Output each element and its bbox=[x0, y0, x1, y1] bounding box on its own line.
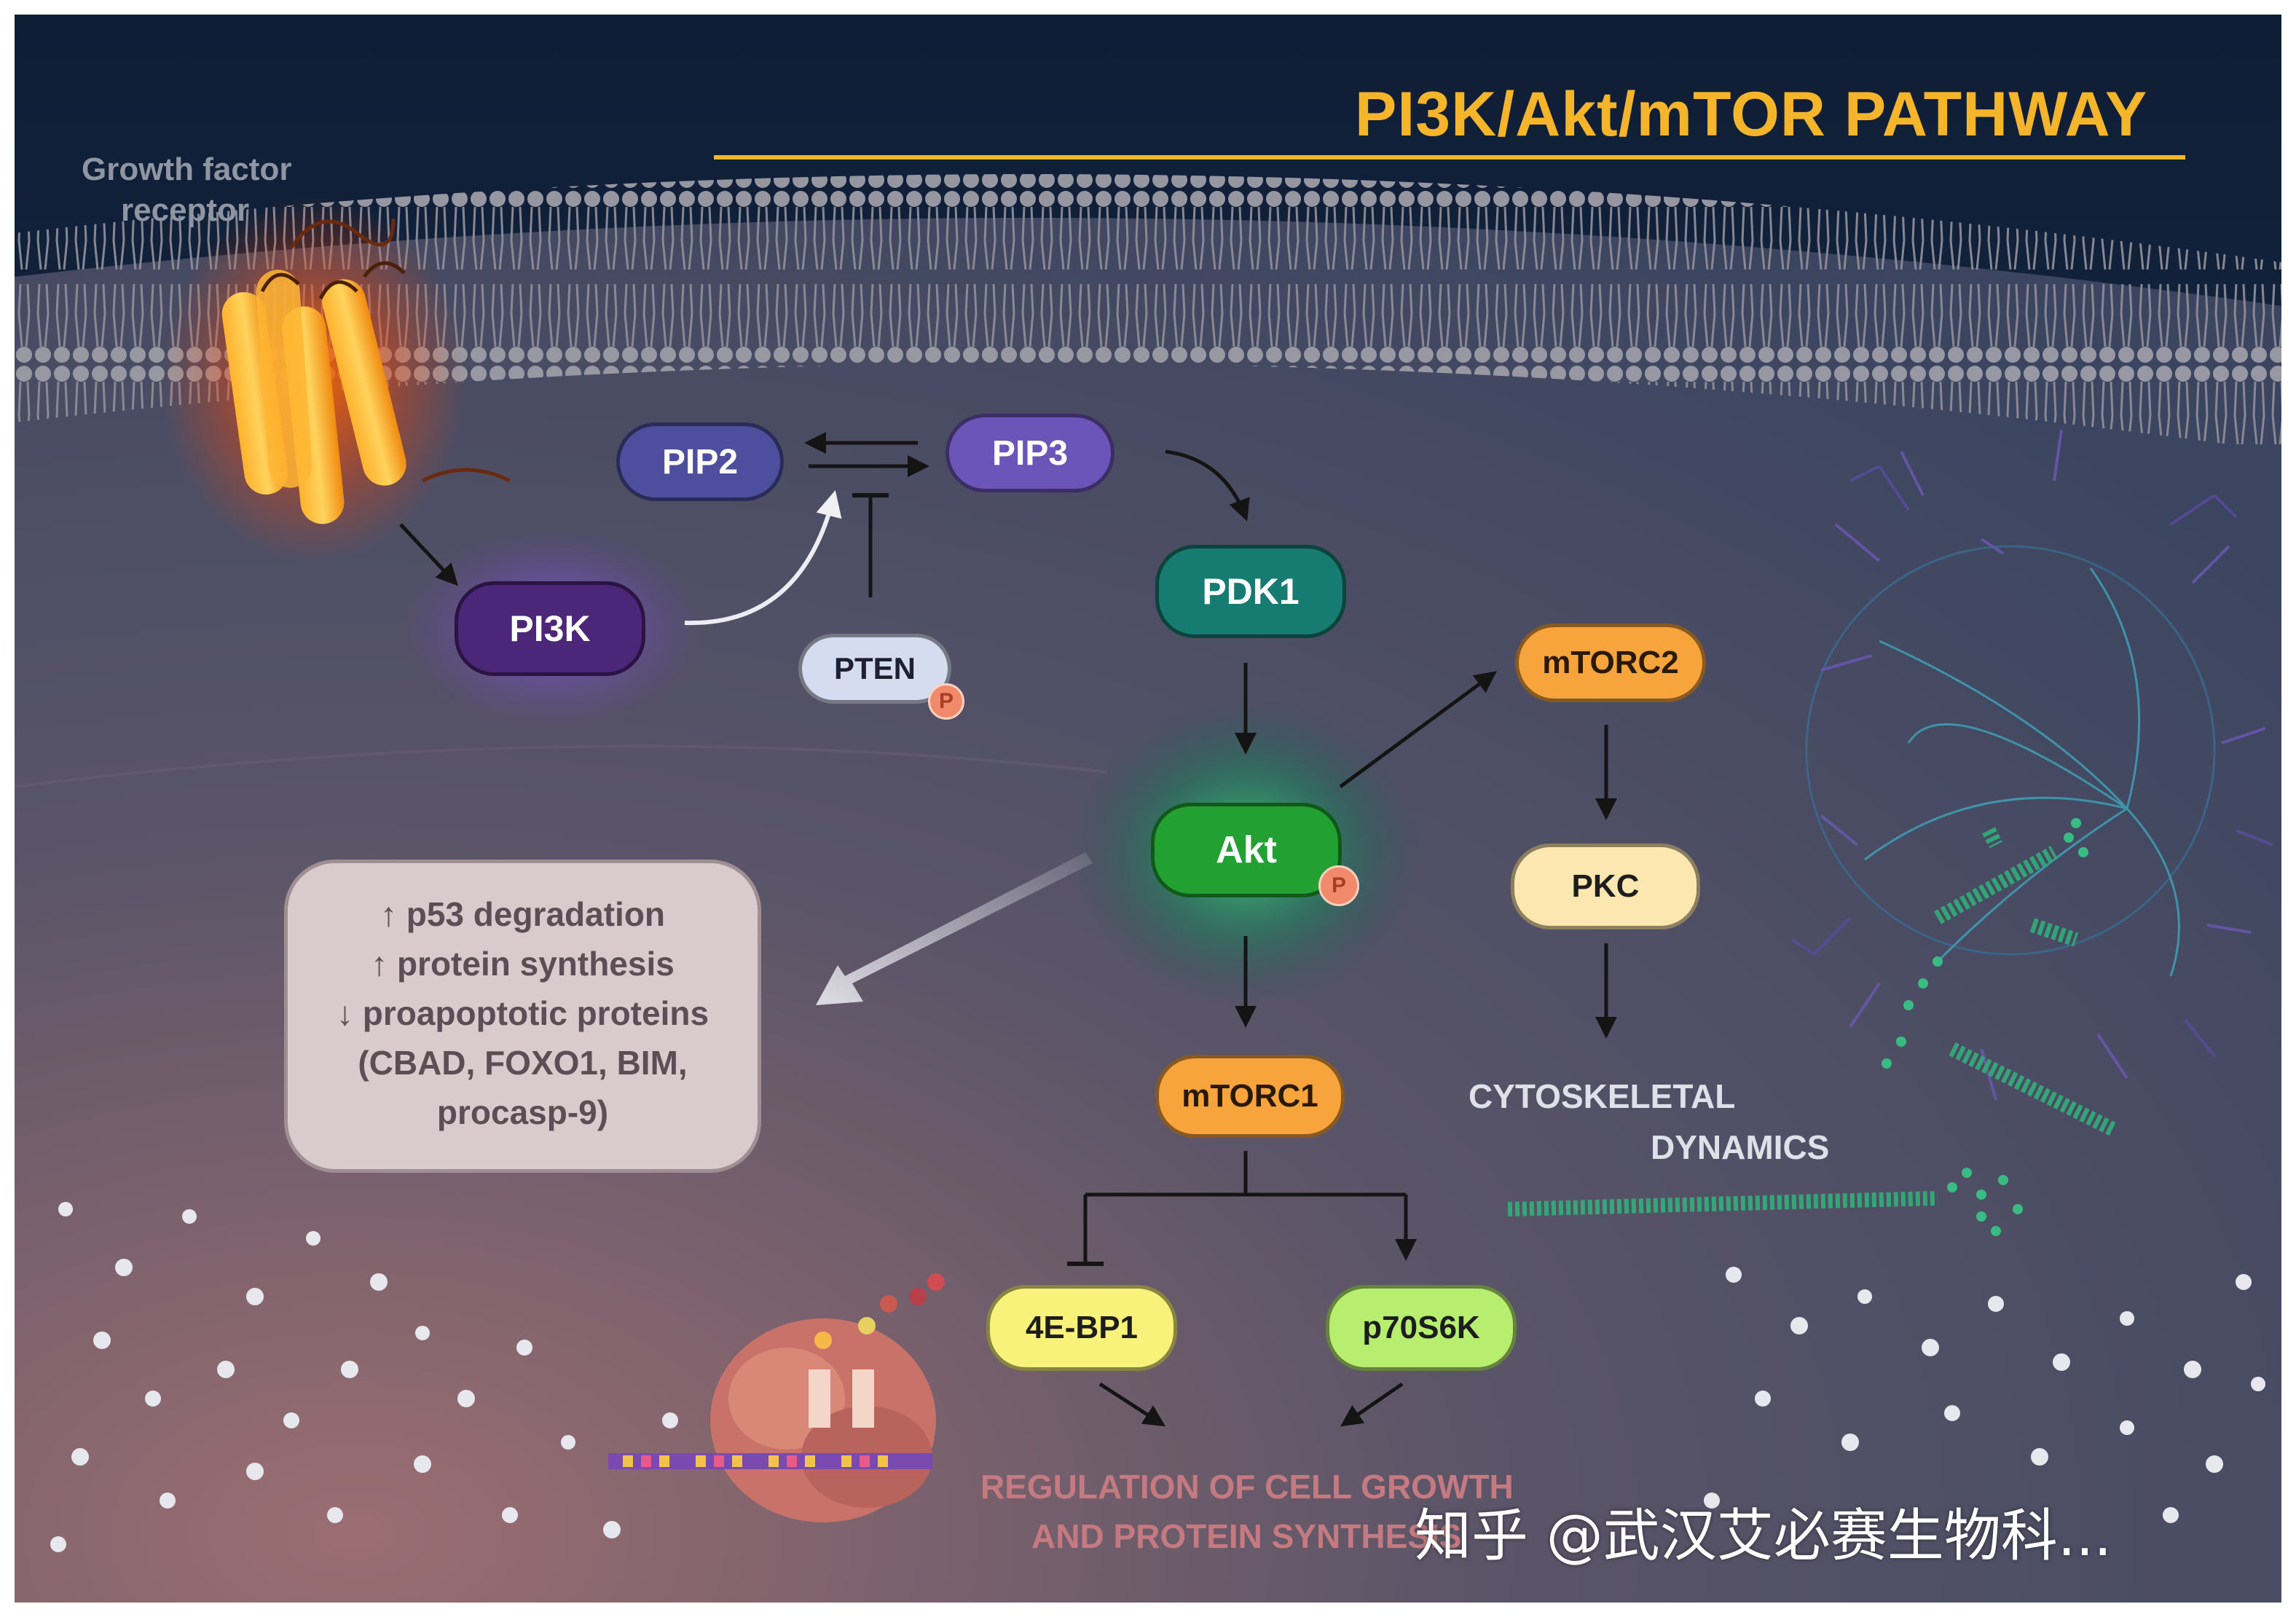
node-pten: PTEN bbox=[798, 634, 951, 704]
cytoskeletal-label-line2: DYNAMICS bbox=[1651, 1128, 1830, 1166]
phospho-badge-pten: P bbox=[928, 683, 964, 720]
cytoplasm-particles bbox=[50, 1202, 2265, 1552]
effect-line-5: procasp-9) bbox=[436, 1093, 609, 1131]
node-mtorc1: mTORC1 bbox=[1155, 1055, 1345, 1138]
effect-line-4: (CBAD, FOXO1, BIM, bbox=[358, 1044, 688, 1082]
node-akt: Akt bbox=[1151, 803, 1342, 897]
effect-line-2: ↑ protein synthesis bbox=[371, 945, 675, 983]
cell-membrane bbox=[15, 174, 2281, 452]
phospho-badge-akt: P bbox=[1318, 865, 1359, 906]
akt-effects-box: ↑ p53 degradation ↑ protein synthesis ↓ … bbox=[284, 860, 761, 1173]
diagram-canvas bbox=[15, 15, 2281, 1603]
regulation-label-line2: AND PROTEIN SYNTHESIS bbox=[1031, 1517, 1462, 1555]
pathway-arrows bbox=[399, 432, 1617, 1427]
node-4e-bp1: 4E-BP1 bbox=[986, 1285, 1177, 1371]
receptor-label-line1: Growth factor bbox=[82, 152, 292, 187]
growth-factor-receptor-icon bbox=[221, 218, 511, 524]
node-pip3: PIP3 bbox=[945, 414, 1114, 492]
receptor-label-line2: receptor bbox=[121, 192, 250, 228]
cytoskeleton-network bbox=[1507, 429, 2273, 1236]
effect-line-1: ↑ p53 degradation bbox=[380, 895, 666, 933]
page-title: PI3K/Akt/mTOR PATHWAY bbox=[1355, 79, 2148, 149]
effect-line-3: ↓ proapoptotic proteins bbox=[336, 994, 709, 1032]
watermark: 知乎 @武汉艾必赛生物科... bbox=[1415, 1503, 2112, 1569]
node-pip2: PIP2 bbox=[616, 422, 784, 501]
ribosome-icon bbox=[608, 1273, 945, 1522]
node-pkc: PKC bbox=[1511, 844, 1700, 929]
node-p70s6k: p70S6K bbox=[1326, 1285, 1517, 1371]
pathway-diagram: PI3K/Akt/mTOR PATHWAY Growth factor rece… bbox=[15, 15, 2281, 1603]
cytoskeletal-label-line1: CYTOSKELETAL bbox=[1469, 1077, 1736, 1115]
node-mtorc2: mTORC2 bbox=[1515, 624, 1706, 702]
node-pi3k: PI3K bbox=[455, 581, 645, 676]
regulation-label-line1: REGULATION OF CELL GROWTH bbox=[980, 1468, 1514, 1506]
node-pdk1: PDK1 bbox=[1155, 545, 1346, 638]
